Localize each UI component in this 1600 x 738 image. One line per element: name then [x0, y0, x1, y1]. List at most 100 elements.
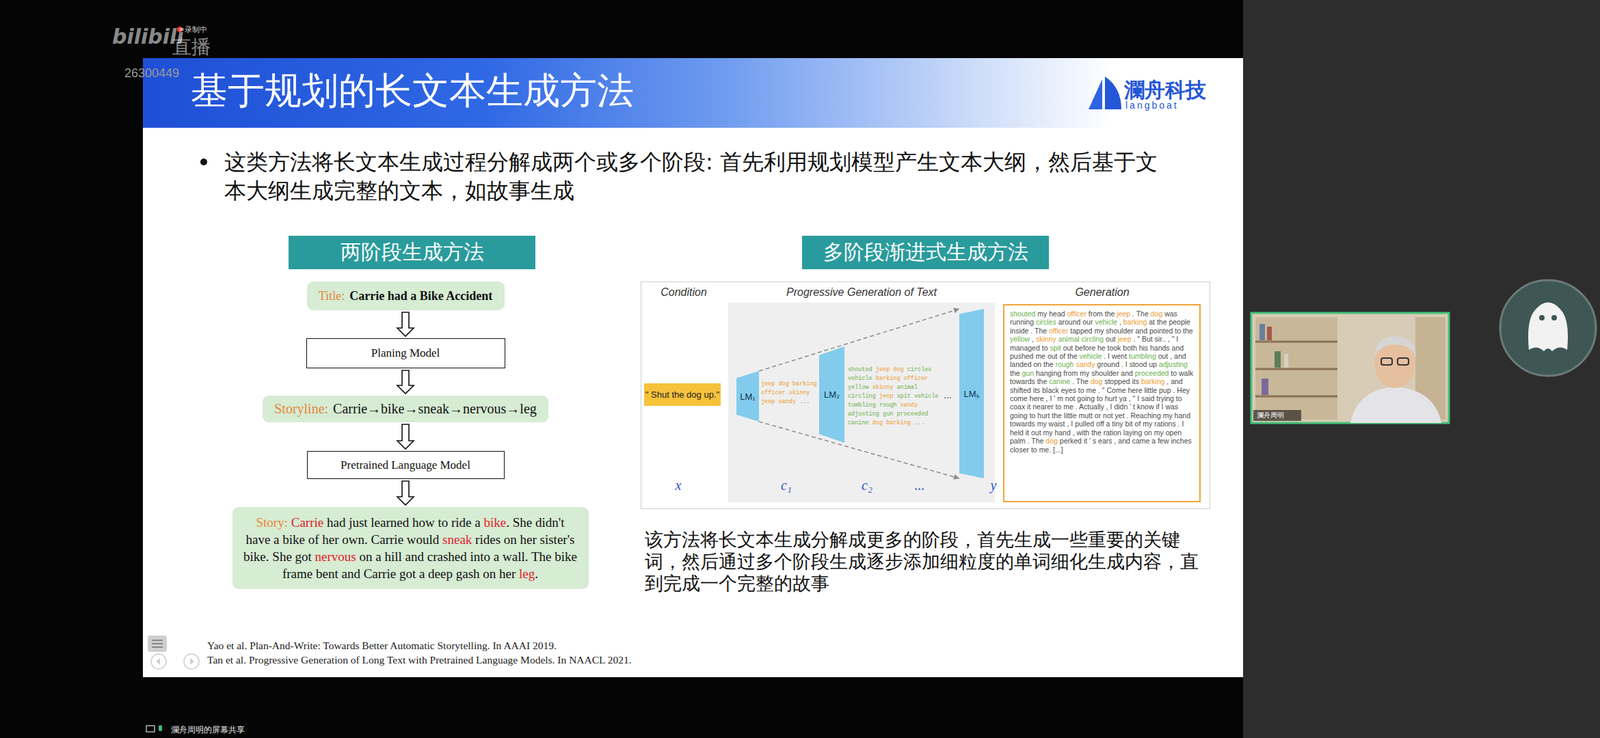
storyline-text: Carrie→bike→sneak→nervous→leg — [332, 401, 537, 418]
books — [1267, 326, 1272, 341]
keyword-highlight: jeep — [1116, 309, 1131, 318]
keyword-highlight: dog — [1045, 436, 1058, 446]
keyword-highlight: circles — [1035, 317, 1057, 327]
keyword-highlight: circling — [1081, 335, 1105, 344]
keyword-highlight: jeep — [761, 380, 775, 388]
keyword-highlight: officer — [761, 389, 786, 397]
logo-icon — [1104, 76, 1122, 110]
keyword-highlight: tumbling — [847, 402, 876, 409]
keyword-highlight: jeep — [761, 398, 775, 406]
keyword-highlight: adjusting — [847, 410, 880, 418]
figure-caption: 该方法将长文本生成分解成更多的阶段，首先生成一些重要的关键词，然后通过多个阶段生… — [644, 529, 1206, 595]
flow-arrow — [397, 424, 414, 450]
nav-next-icon — [190, 658, 195, 666]
watermark: 直播 — [172, 34, 211, 61]
keyword-highlight: officer — [1048, 326, 1069, 336]
figure-heading: Progressive Generation of Text — [786, 286, 937, 299]
person — [1374, 336, 1417, 357]
reference: Yao et al. Plan-And-Write: Towards Bette… — [207, 640, 557, 653]
bullet-dot — [200, 158, 208, 166]
section-header: 两阶段生成方法 — [288, 235, 536, 270]
keyword-highlight: canine — [1048, 377, 1071, 386]
storyline-box: Storyline:Carrie→bike→sneak→nervous→leg — [262, 395, 549, 423]
header-text: 两阶段生成方法 — [340, 238, 485, 267]
ellipsis: ... — [943, 389, 952, 401]
webcam-frame — [1251, 313, 1449, 424]
person — [1397, 358, 1409, 366]
section-header: 多阶段渐进式生成方法 — [802, 235, 1049, 270]
person — [1381, 358, 1393, 366]
keyword-highlight: sandy — [1075, 360, 1095, 369]
keyword-highlight: proceeded — [896, 410, 928, 418]
keyword-highlight: sandy — [778, 398, 797, 406]
mic-icon — [158, 725, 163, 732]
lm-name: LMₖ — [963, 387, 980, 400]
lm-shape — [959, 309, 984, 479]
keyword-highlight: vehicle — [1079, 352, 1103, 361]
reference: Tan et al. Progressive Generation of Lon… — [207, 654, 632, 667]
lm-shape — [736, 371, 759, 422]
variable-label: c₁ — [780, 477, 792, 494]
camera-name: 瀾舟周明 — [1256, 410, 1285, 421]
keyword-highlight: barking — [875, 375, 901, 383]
keyword-highlight: officer — [903, 375, 929, 383]
nav-menu-icon — [147, 635, 167, 653]
title-box: Title:Carrie had a Bike Accident — [307, 281, 505, 311]
keyword-highlight: proceeded — [1135, 369, 1170, 378]
nav-menu-icon — [151, 640, 163, 648]
lm-shape — [819, 346, 845, 444]
keyword-list: shouted jeep dog circles vehicle barking… — [847, 365, 941, 429]
keyword-highlight: canine — [847, 419, 870, 427]
keyword-highlight: leg — [518, 566, 535, 582]
books — [1274, 351, 1281, 368]
books — [1284, 354, 1289, 368]
avatar — [1500, 280, 1596, 377]
keyword-highlight: jeep — [879, 393, 893, 400]
field-name: Title: — [318, 289, 345, 304]
flow-arrow — [397, 481, 414, 506]
variable-label: ... — [914, 477, 926, 494]
room-number: 26300449 — [124, 66, 180, 81]
generation-box: shouted my head officer from the jeep . … — [1003, 304, 1201, 503]
books — [1261, 378, 1269, 396]
screen-share-icon — [146, 726, 155, 733]
field-name: Story: — [256, 515, 288, 530]
flow-arrow — [397, 370, 414, 394]
keyword-highlight: sandy — [900, 402, 919, 409]
keyword-highlight: barking — [792, 380, 818, 388]
keyword-highlight: yellow — [847, 384, 870, 392]
logo-text: langboat — [1125, 99, 1179, 111]
logo-icon — [1088, 79, 1103, 110]
model-name: Planing Model — [371, 346, 441, 361]
keyword-highlight: bike — [484, 515, 507, 530]
condition-box: " Shut the dog up." — [644, 383, 721, 407]
dashed-connector — [758, 421, 960, 479]
keyword-highlight: dog — [1150, 309, 1164, 318]
keyword-highlight: spit — [896, 393, 911, 400]
lm-trapezoid: LMₖ — [959, 309, 984, 479]
keyword-highlight: dog — [872, 419, 883, 427]
keyword-highlight: tumbling — [1128, 352, 1157, 361]
keyword-list: jeep dog barking officer skinny jeep san… — [761, 380, 818, 407]
keyword-highlight: gun — [1022, 369, 1035, 378]
condition-text: " Shut the dog up." — [645, 389, 720, 400]
keyword-highlight: rough — [879, 402, 898, 409]
keyword-highlight: animal — [896, 384, 918, 392]
model-name: Pretrained Language Model — [340, 458, 471, 473]
keyword-highlight: barking — [1141, 377, 1165, 386]
bookshelf — [1255, 317, 1338, 420]
keyword-highlight: circling — [847, 393, 876, 400]
keyword-highlight: skinny — [789, 389, 811, 397]
keyword-highlight: circles — [907, 366, 932, 374]
keyword-highlight: barking — [886, 419, 911, 427]
variable-label: y — [990, 477, 997, 494]
keyword-highlight: vehicle — [914, 393, 939, 400]
recording-status: 录制中 — [184, 24, 208, 35]
avatar — [1528, 302, 1568, 353]
keyword-highlight: adjusting — [1158, 360, 1188, 369]
slide-title: 基于规划的长文本生成方法 — [190, 69, 634, 113]
keyword-highlight: dog — [778, 380, 790, 388]
keyword-highlight: jeep — [1117, 335, 1132, 344]
keyword-highlight: dog — [1090, 377, 1103, 386]
lm-name: LM₁ — [739, 391, 755, 403]
